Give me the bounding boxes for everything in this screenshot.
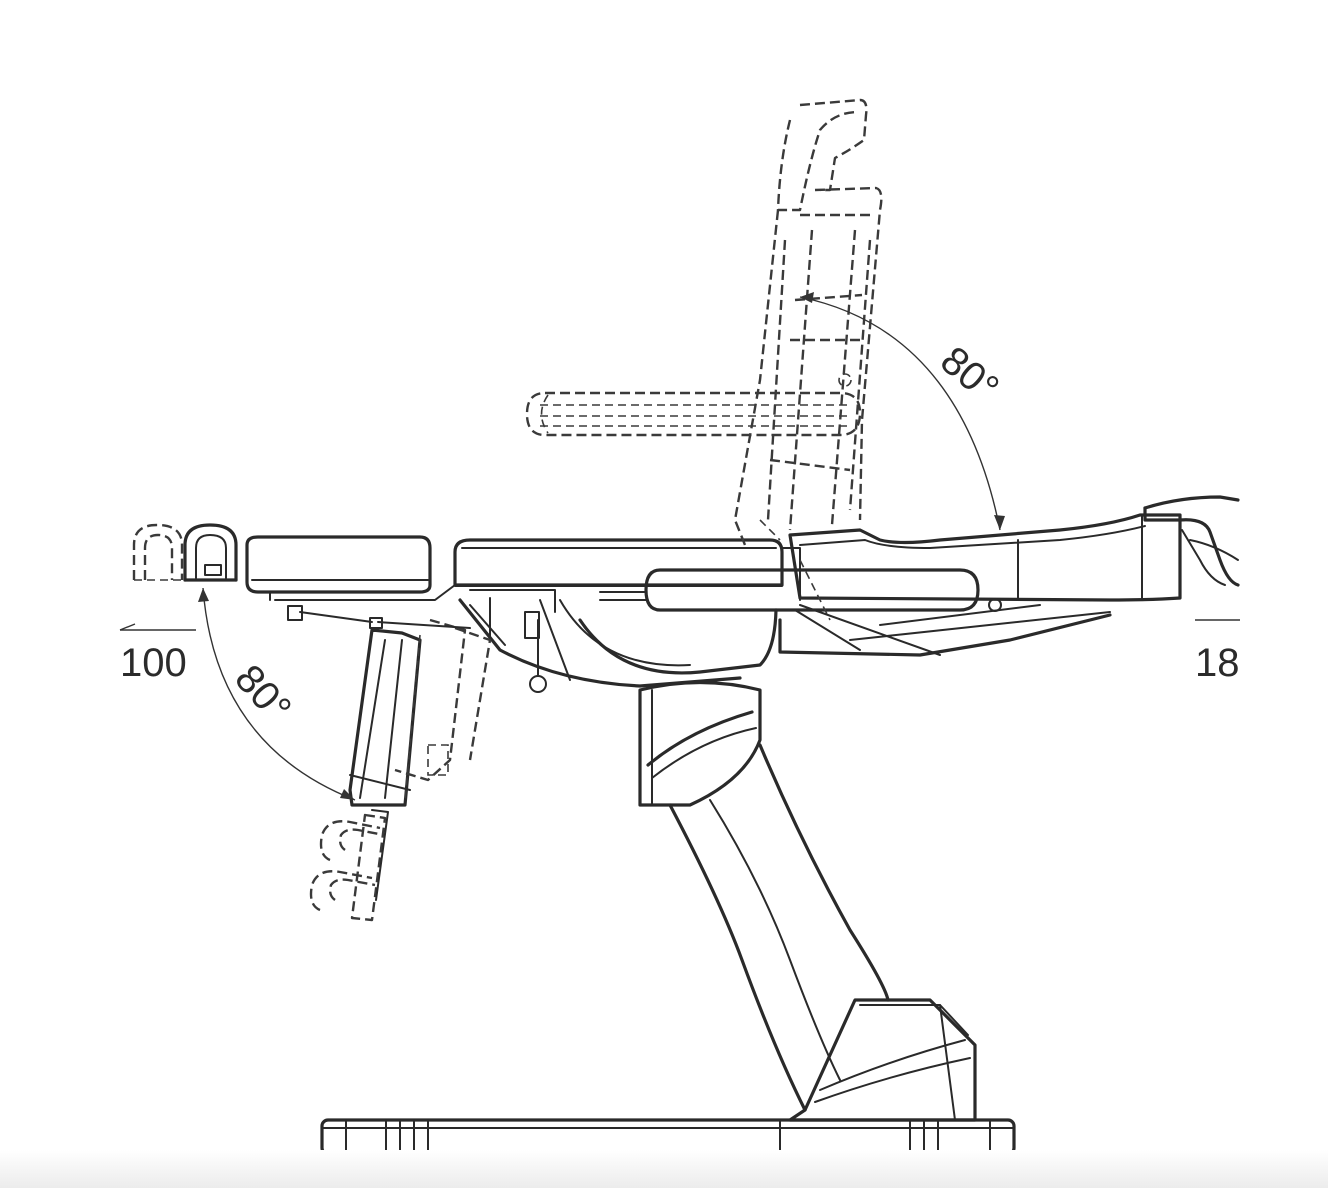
- angle-arc-backrest: [799, 292, 1005, 531]
- bottom-edge-shade: [0, 1150, 1328, 1188]
- leg-section-cushion: [245, 535, 456, 601]
- backrest-reclined: [599, 495, 1240, 621]
- backrest-angle-label: 80°: [932, 338, 1007, 411]
- right-dimension-label: 18: [1195, 641, 1240, 685]
- angle-arc-legrest: [198, 587, 356, 801]
- seat-cushion: [453, 538, 784, 587]
- seat-frame: [458, 589, 1112, 693]
- foot-rest-horizontal: [132, 523, 238, 582]
- backrest-upright: [733, 98, 883, 546]
- dimension-left: [119, 623, 196, 631]
- left-dimension-label: 100: [120, 641, 187, 685]
- leg-section-folded: [287, 605, 492, 922]
- support-column: [638, 680, 977, 1122]
- legrest-angle-label: 80°: [226, 657, 299, 731]
- armrest: [525, 391, 862, 437]
